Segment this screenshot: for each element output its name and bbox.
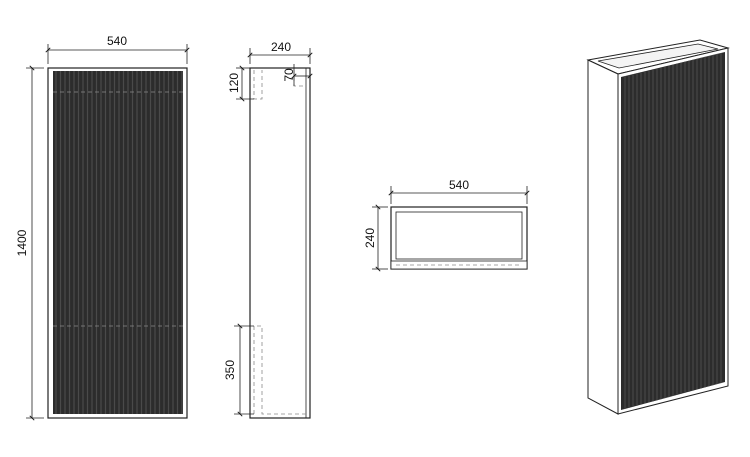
perspective-view: [586, 39, 730, 415]
perspective-door-grooves: [624, 52, 722, 409]
side-view: 240 120 70 350: [223, 40, 313, 419]
top-view: 540 240: [363, 178, 530, 272]
top-cabinet-outline: [390, 206, 528, 270]
top-cabinet-inner: [395, 211, 523, 260]
side-inset-label: 70: [282, 68, 296, 82]
perspective-side-face: [587, 59, 619, 415]
front-view: 540 1400: [15, 34, 190, 421]
top-width-label: 540: [449, 178, 469, 192]
side-bottom-offset-label: 350: [223, 360, 237, 380]
side-depth-label: 240: [271, 40, 291, 54]
perspective-top-inner: [597, 43, 719, 69]
side-cabinet-outline: [249, 67, 311, 419]
front-door-grooves: [55, 71, 183, 414]
front-width-label: 540: [107, 34, 127, 48]
top-depth-label: 240: [363, 228, 377, 248]
side-bottom-hidden-line: [253, 325, 306, 415]
front-height-label: 1400: [15, 229, 29, 256]
front-door-panel: [53, 71, 183, 414]
side-top-hidden-line: [253, 70, 263, 100]
side-top-offset-label: 120: [227, 73, 241, 93]
